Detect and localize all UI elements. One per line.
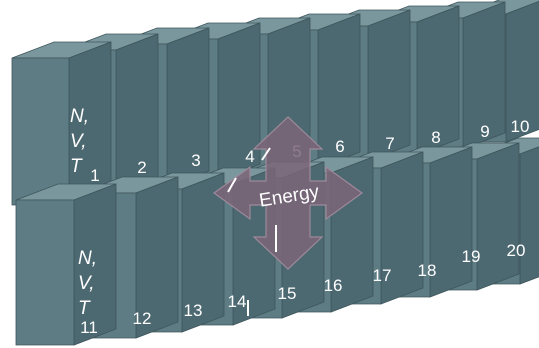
top-row-box-label: 9 xyxy=(480,122,489,141)
top-row-ensemble-label-line: N, xyxy=(70,106,89,127)
box-front-face xyxy=(12,58,69,205)
bottom-row-box-label: 11 xyxy=(80,318,98,337)
bottom-row-box-11 xyxy=(16,184,116,345)
top-row-box-label: 10 xyxy=(511,117,530,136)
bottom-row-ensemble-label-line: V, xyxy=(78,273,95,294)
bottom-row-box-label: 16 xyxy=(324,276,343,295)
bottom-row-box-label: 19 xyxy=(462,247,481,266)
top-row-box-label: 4 xyxy=(245,147,254,166)
bottom-row-ensemble-label-line: T xyxy=(78,298,91,319)
top-row-box-label: 2 xyxy=(137,158,146,177)
bottom-row-box-label: 17 xyxy=(373,266,392,285)
top-row-box-label: 7 xyxy=(385,134,394,153)
bottom-row-box-label: 14 xyxy=(228,292,247,311)
top-row-ensemble-label-line: T xyxy=(70,156,83,177)
box-side-face xyxy=(477,143,519,290)
bottom-row-box-label: 18 xyxy=(418,261,437,280)
bottom-row-box-label: 13 xyxy=(184,301,203,320)
bottom-row-box-label: 20 xyxy=(507,241,526,260)
top-row-box-label: 6 xyxy=(335,137,344,156)
box-side-face xyxy=(167,28,209,187)
box-front-face xyxy=(16,200,74,345)
box-side-face xyxy=(520,138,539,284)
bottom-row-box-label: 15 xyxy=(278,284,297,303)
top-row-box-label: 8 xyxy=(431,128,440,147)
top-row-ensemble-label-line: V, xyxy=(70,131,87,152)
bottom-row-ensemble-label-line: N, xyxy=(78,248,97,269)
bottom-row-box-label: 12 xyxy=(133,309,152,328)
top-row-box-label: 1 xyxy=(90,166,99,185)
top-row-box-label: 3 xyxy=(191,151,200,170)
